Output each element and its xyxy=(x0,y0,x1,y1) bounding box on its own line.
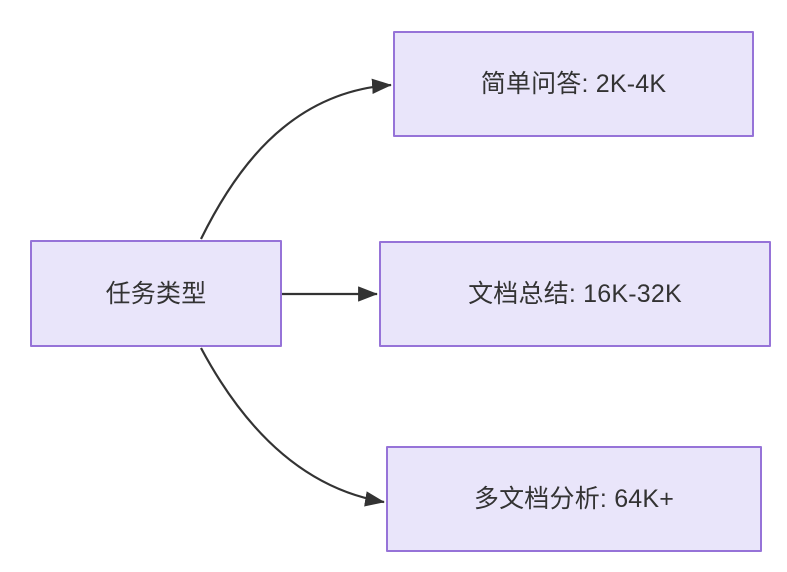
node-doc-summary-label: 文档总结: 16K-32K xyxy=(468,280,682,308)
node-doc-summary[interactable]: 文档总结: 16K-32K xyxy=(379,241,771,347)
edge-task-type-to-simple-qa xyxy=(200,78,392,240)
node-multi-doc-label: 多文档分析: 64K+ xyxy=(473,485,675,513)
edge-task-type-to-multi-doc xyxy=(200,347,385,507)
node-multi-doc[interactable]: 多文档分析: 64K+ xyxy=(386,446,762,552)
node-task-type[interactable]: 任务类型 xyxy=(30,240,282,347)
node-simple-qa[interactable]: 简单问答: 2K-4K xyxy=(393,31,754,137)
node-task-type-label: 任务类型 xyxy=(105,279,207,308)
node-simple-qa-label: 简单问答: 2K-4K xyxy=(480,70,667,98)
